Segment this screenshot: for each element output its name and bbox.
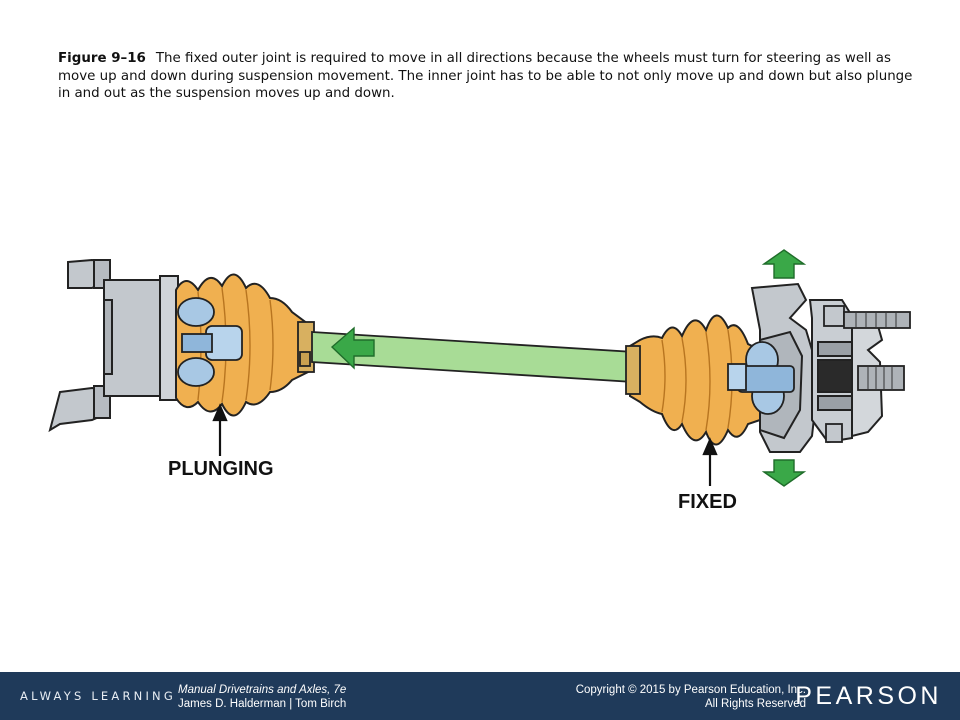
footer-tagline: ALWAYS LEARNING [20, 689, 176, 703]
figure-label: Figure 9–16 [58, 51, 146, 66]
label-fixed: FIXED [678, 491, 737, 513]
footer-rights: All Rights Reserved [705, 698, 806, 710]
arrow-down-icon [761, 459, 807, 487]
footer-copyright-block: Copyright © 2015 by Pearson Education, I… [576, 683, 806, 711]
inner-tripod-joint [177, 297, 243, 387]
lower-stud [825, 423, 843, 443]
arrow-up-icon [761, 249, 807, 279]
footer-book-title: Manual Drivetrains and Axles, 7e [178, 684, 347, 696]
footer-book-info: Manual Drivetrains and Axles, 7e James D… [178, 683, 346, 711]
axle-nut [857, 365, 905, 391]
upper-bolt [823, 305, 911, 329]
footer-copyright: Copyright © 2015 by Pearson Education, I… [575, 684, 806, 696]
footer-bar: ALWAYS LEARNING Manual Drivetrains and A… [0, 672, 960, 720]
fixed-pointer-icon [702, 437, 718, 486]
inner-housing [48, 258, 179, 433]
plunge-arrow-icon [330, 326, 375, 370]
outer-cv-joint [727, 341, 795, 415]
label-plunging: PLUNGING [168, 458, 274, 480]
caption-text: The fixed outer joint is required to mov… [58, 51, 913, 101]
pearson-logo: PEARSON [795, 682, 942, 710]
plunging-pointer-icon [212, 403, 228, 456]
cv-axle-diagram: PLUNGING FIXED [48, 249, 911, 513]
footer-authors: James D. Halderman | Tom Birch [178, 698, 347, 710]
